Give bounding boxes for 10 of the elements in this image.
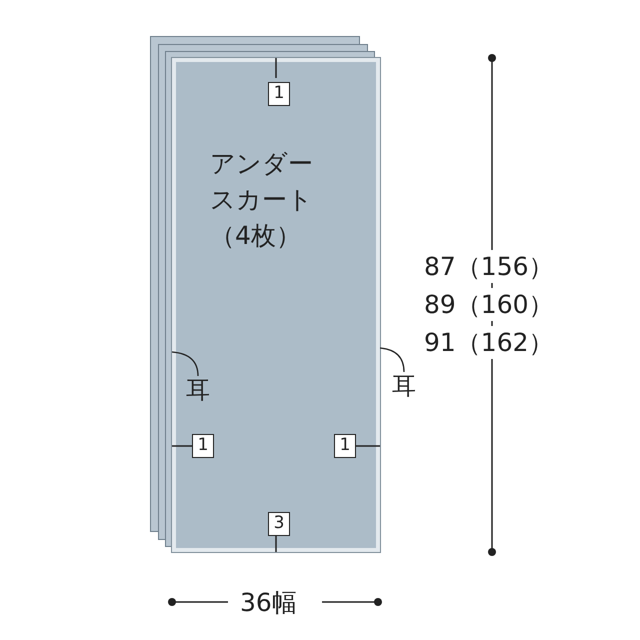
notch-mark-label: 3 (268, 512, 290, 536)
selvage-label: 耳 (186, 374, 210, 406)
leader-line (380, 347, 405, 372)
selvage-label: 耳 (392, 370, 416, 402)
notch-mark-label: 1 (192, 434, 214, 458)
fabric-panel (172, 58, 380, 552)
notch-mark-label: 1 (268, 82, 290, 106)
leader-line (172, 351, 199, 376)
piece-name: アンダースカート（4枚） (210, 148, 314, 252)
notch-mark-label: 1 (334, 434, 356, 458)
